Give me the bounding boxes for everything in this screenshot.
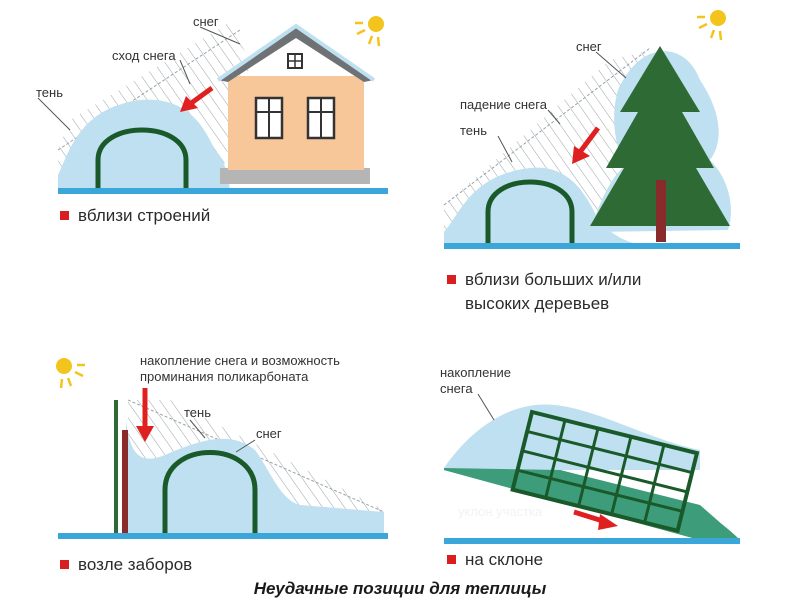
greenhouse-frame-icon [510,409,700,534]
caption-on-slope: на склоне [465,550,543,569]
snow-slide-arrow-icon [180,85,214,112]
greenhouse-arch-icon [485,179,575,245]
page-title: Неудачные позиции для теплицы [254,579,547,598]
caption-near-fences: возле заборов [78,555,192,574]
label-snow-slide: сход снега [112,48,176,63]
label-shadow: тень [184,405,211,420]
panel-near-fences: накопление снега и возможность проминани… [56,353,388,574]
panel-on-slope: накопление снега уклон участка на склоне [440,365,740,569]
slope-direction-arrow-icon [573,509,618,530]
panel-near-trees: снег падение снега тень вблизи больших и… [443,10,740,313]
fence-icon [114,400,128,534]
panel-near-buildings: снег сход снега тень вблизи строений [36,14,388,225]
caption-near-buildings: вблизи строений [78,206,210,225]
greenhouse-arch-icon [162,450,258,533]
label-snow: снег [576,39,602,54]
red-square-bullet-icon [447,275,456,284]
slope-snow-edge [444,470,740,540]
label-accumulation-line2: проминания поликарбоната [140,369,309,384]
red-square-bullet-icon [60,211,69,220]
ground-line [58,188,388,194]
house-icon [216,23,376,184]
sun-icon [56,358,85,389]
ground-line [444,538,740,544]
caption-near-trees-line1: вблизи больших и/или [465,270,641,289]
label-shadow: тень [460,123,487,138]
shadow-boundary-line [127,399,385,513]
ground-line [444,243,740,249]
ground-line [58,533,388,539]
snow-accumulation-arrow-icon [136,388,154,442]
shadow-boundary-line [443,47,651,206]
label-accumulation-line2: снега [440,381,473,396]
red-square-bullet-icon [447,555,456,564]
label-shadow: тень [36,85,63,100]
red-square-bullet-icon [60,560,69,569]
label-snow-fall: падение снега [460,97,548,112]
caption-near-trees-line2: высоких деревьев [465,294,609,313]
spruce-tree-icon [590,46,731,242]
sun-icon [355,16,384,47]
label-accumulation-line1: накопление снега и возможность [140,353,340,368]
snow-accumulation-area [444,404,700,470]
snow-fall-arrow-icon [572,126,600,164]
label-slope: уклон участка [458,504,543,519]
sun-icon [697,10,726,41]
label-snow: снег [256,426,282,441]
label-accumulation-line1: накопление [440,365,511,380]
greenhouse-arch-icon [95,127,189,188]
label-snow: снег [193,14,219,29]
